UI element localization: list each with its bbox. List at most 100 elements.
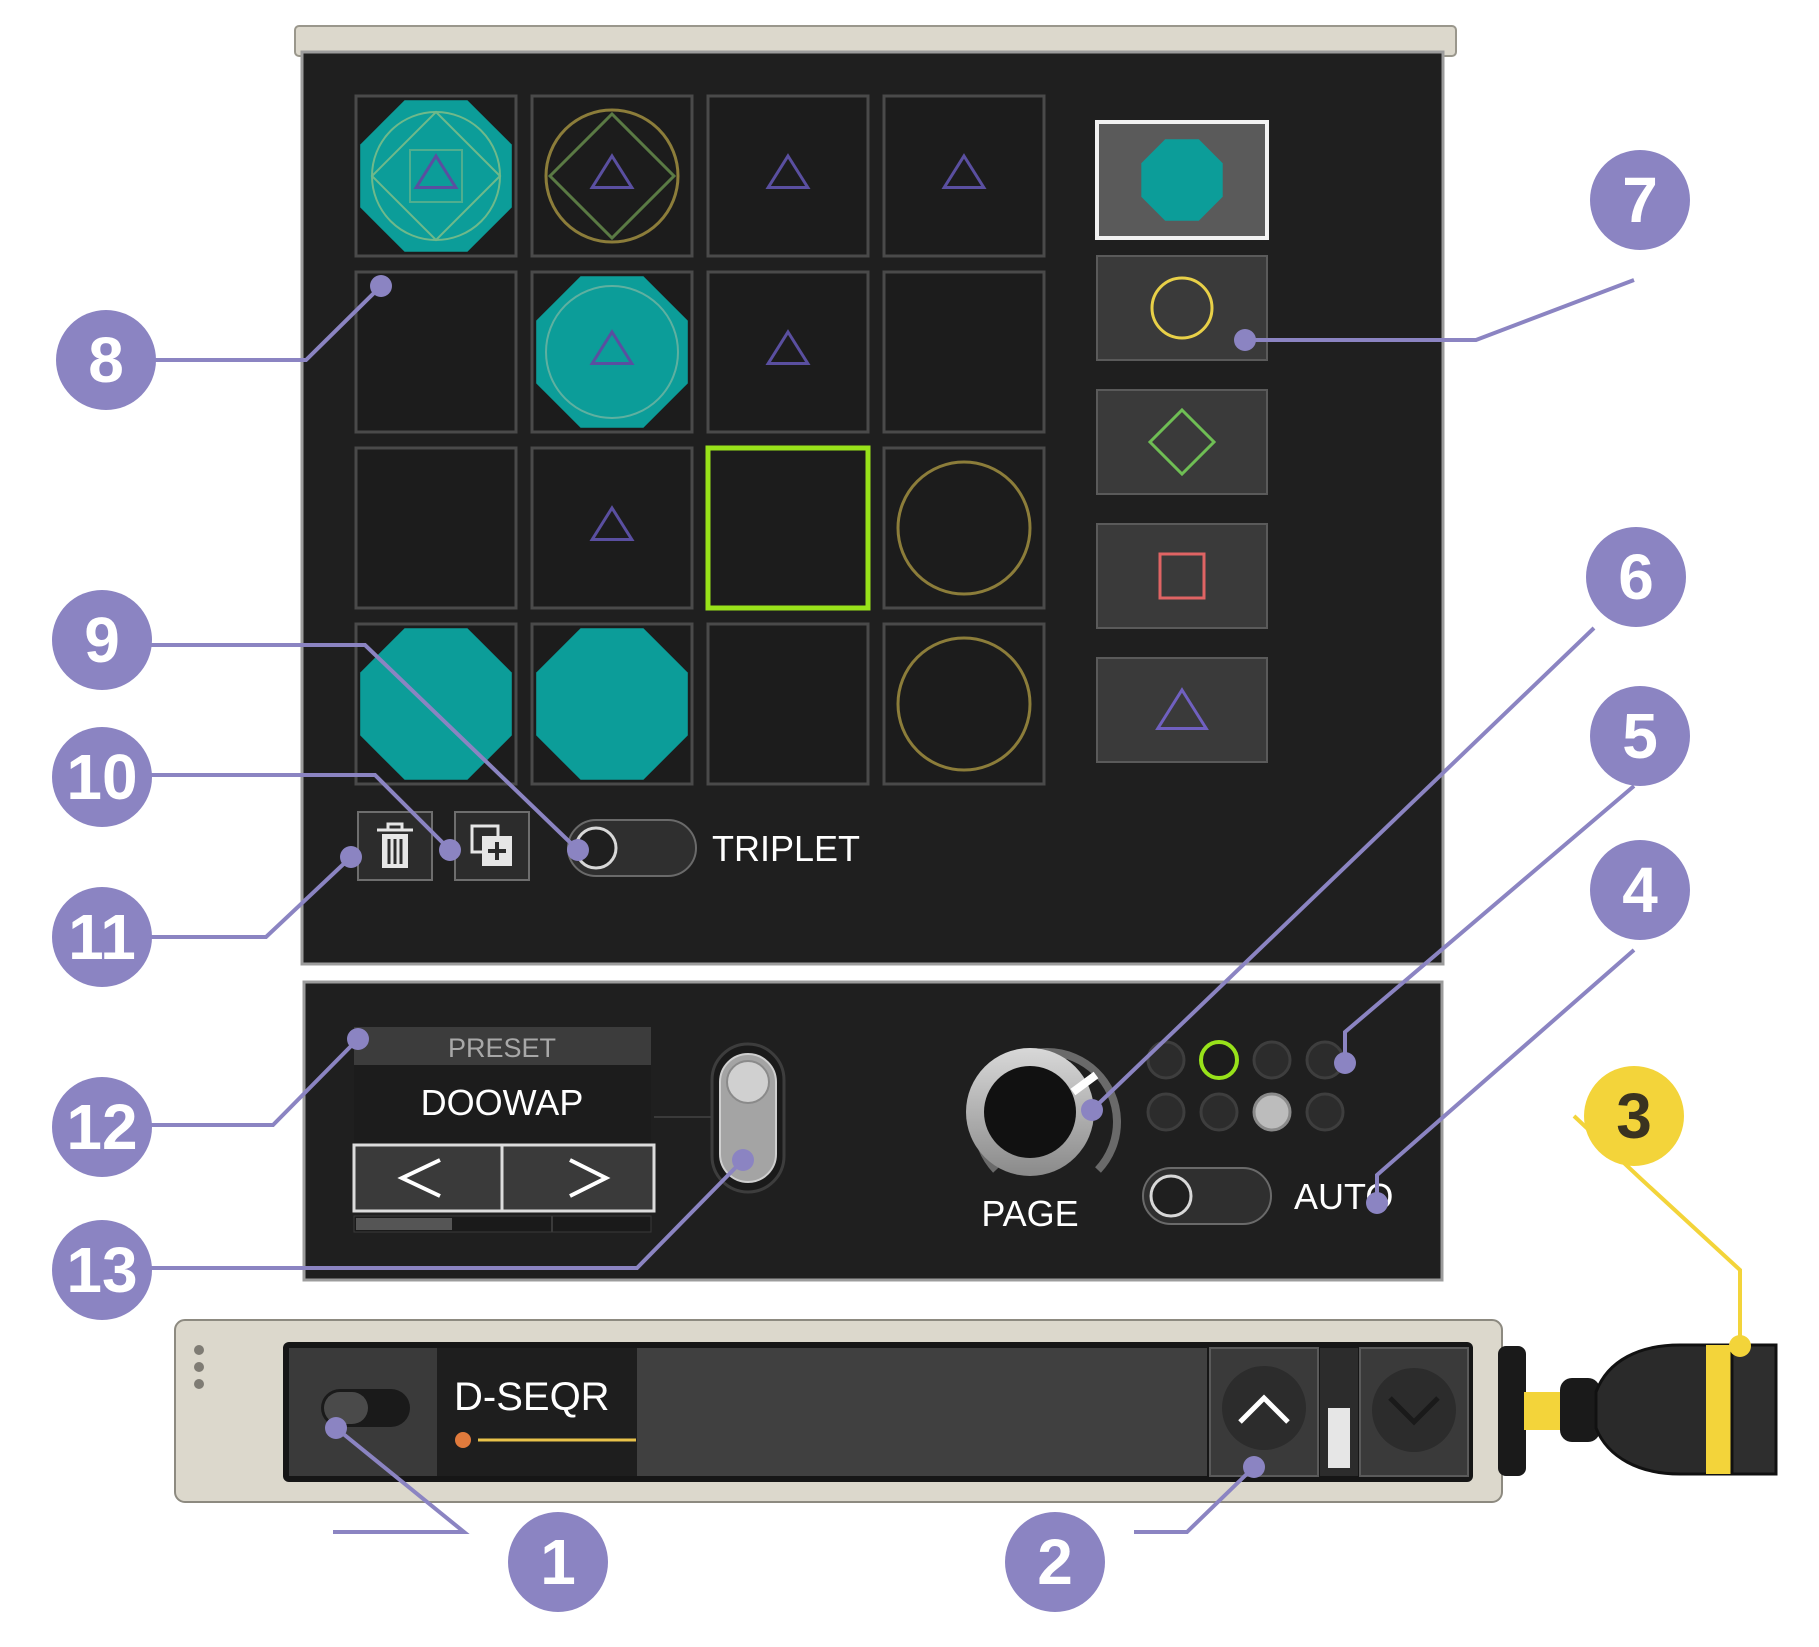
duplicate-icon — [470, 824, 512, 866]
callout-number: 10 — [66, 741, 137, 813]
page-led[interactable] — [1146, 1092, 1186, 1132]
grid-cell[interactable] — [530, 270, 694, 434]
callout-12: 12 — [52, 1077, 152, 1177]
grid-cell[interactable] — [882, 622, 1046, 786]
toggle-knob — [1149, 1174, 1193, 1218]
cable-plug — [1498, 1343, 1778, 1476]
grid-cell[interactable] — [882, 94, 1046, 258]
preset-header: PRESET — [448, 1033, 556, 1063]
callout-number: 4 — [1622, 854, 1658, 926]
callout-4: 4 — [1590, 840, 1690, 940]
circle-note — [896, 636, 1032, 772]
preset-next-button[interactable] — [500, 1143, 656, 1213]
chevron-down-icon — [1388, 1396, 1440, 1426]
circle-note — [896, 460, 1032, 596]
preset-prev-button[interactable] — [352, 1143, 504, 1213]
page-led[interactable] — [1199, 1040, 1239, 1080]
triplet-label: TRIPLET — [712, 828, 860, 869]
status-dot — [455, 1432, 471, 1448]
triangle-note — [589, 329, 635, 365]
auto-toggle[interactable] — [1142, 1167, 1272, 1225]
triangle-note — [765, 329, 811, 365]
callout-number: 11 — [68, 901, 136, 973]
grid-cell[interactable] — [706, 622, 870, 786]
grid-cell[interactable] — [882, 446, 1046, 610]
diamond-note — [547, 111, 677, 241]
octagon-icon — [1141, 139, 1223, 221]
grid-cell[interactable] — [706, 270, 870, 434]
page-label: PAGE — [981, 1193, 1078, 1234]
page-knob[interactable] — [966, 1048, 1121, 1176]
grid-cell[interactable] — [354, 446, 518, 610]
callout-6: 6 — [1586, 527, 1686, 627]
grid-cell[interactable] — [882, 270, 1046, 434]
chevron-up-icon — [1238, 1394, 1290, 1424]
octagon-note — [536, 276, 688, 428]
palette-item-square[interactable] — [1096, 523, 1268, 629]
module-power-switch[interactable] — [321, 1389, 410, 1427]
shape-palette — [1095, 120, 1269, 763]
grid-cell[interactable] — [530, 622, 694, 786]
preset-selector: PRESET DOOWAP — [352, 1027, 656, 1233]
preset-slider[interactable] — [710, 1042, 786, 1194]
callout-3: 3 — [1584, 1066, 1684, 1166]
chevron-left-icon — [397, 1158, 441, 1198]
duplicate-button[interactable] — [454, 811, 530, 881]
grid-cell[interactable] — [705, 445, 871, 611]
page-leds — [1146, 1040, 1345, 1132]
palette-item-octagon[interactable] — [1095, 120, 1269, 240]
chevron-right-icon — [569, 1158, 611, 1198]
triangle-note — [413, 153, 459, 189]
callout-8: 8 — [56, 310, 156, 410]
palette-item-diamond[interactable] — [1096, 389, 1268, 495]
callout-2: 2 — [1005, 1512, 1105, 1612]
page-led[interactable] — [1305, 1092, 1345, 1132]
callout-10: 10 — [52, 727, 152, 827]
callout-13: 13 — [52, 1220, 152, 1320]
octagon-note — [536, 628, 688, 780]
callout-11: 11 — [52, 887, 152, 987]
page-led[interactable] — [1252, 1040, 1292, 1080]
preset-name: DOOWAP — [421, 1082, 584, 1123]
step-grid — [354, 94, 1046, 786]
page-led[interactable] — [1252, 1092, 1292, 1132]
slider-handle[interactable] — [726, 1060, 770, 1104]
delete-button[interactable] — [357, 811, 433, 881]
callout-number: 6 — [1618, 541, 1654, 613]
preset-scroll-thumb[interactable] — [356, 1218, 452, 1230]
callout-number: 5 — [1622, 700, 1658, 772]
triangle-note — [589, 153, 635, 189]
callout-number: 7 — [1622, 164, 1658, 236]
grid-cell[interactable] — [530, 94, 694, 258]
triangle-note — [765, 153, 811, 189]
callout-anchors — [325, 275, 1751, 1478]
callout-number: 12 — [66, 1091, 137, 1163]
callout-number: 3 — [1616, 1080, 1652, 1152]
grid-cell[interactable] — [706, 94, 870, 258]
page-led[interactable] — [1199, 1092, 1239, 1132]
triangle-icon — [1155, 687, 1209, 730]
grid-cell[interactable] — [354, 94, 518, 258]
trash-icon — [377, 822, 413, 868]
grid-cell[interactable] — [354, 622, 518, 786]
grid-cell[interactable] — [530, 446, 694, 610]
callout-number: 1 — [540, 1526, 576, 1598]
circle-note — [544, 108, 680, 244]
palette-item-triangle[interactable] — [1096, 657, 1268, 763]
level-indicator — [1328, 1408, 1350, 1468]
scroll-up-button[interactable] — [1209, 1347, 1319, 1477]
grid-cell[interactable] — [354, 270, 518, 434]
callout-number: 9 — [84, 604, 120, 676]
scroll-down-button[interactable] — [1359, 1347, 1469, 1477]
callout-7: 7 — [1590, 150, 1690, 250]
callout-number: 2 — [1037, 1526, 1073, 1598]
callout-5: 5 — [1590, 686, 1690, 786]
callout-1: 1 — [508, 1512, 608, 1612]
page-led[interactable] — [1146, 1040, 1186, 1080]
triplet-toggle[interactable] — [567, 819, 697, 877]
square-icon — [1158, 552, 1206, 600]
drag-handle-icon[interactable] — [194, 1345, 204, 1389]
triangle-note — [589, 505, 635, 541]
